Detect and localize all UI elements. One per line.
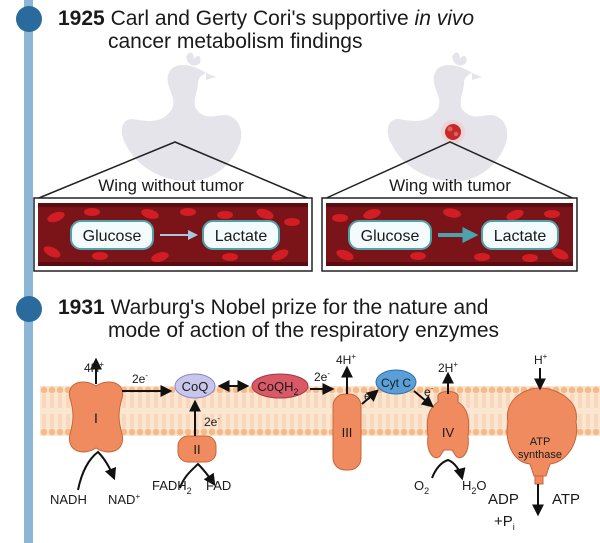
pi-label: +Pi: [494, 513, 515, 532]
complex-iii-proton-label: 4H+: [336, 352, 356, 367]
e2c-text: 2e: [314, 370, 328, 384]
h2o-h: H: [462, 478, 471, 493]
complex-iv-proton-label: 2H+: [438, 360, 458, 375]
left-lactate-box: Lactate: [202, 220, 280, 250]
complex-i: [68, 381, 124, 453]
electron-label-4: e-: [364, 388, 374, 403]
e-minus-1: -: [371, 388, 374, 397]
complex-iv: [426, 391, 470, 459]
electron-label-2: 2e-: [204, 414, 220, 429]
fad-label: FAD: [206, 478, 231, 493]
atp-synthase: [506, 387, 578, 485]
coq-node: [174, 373, 216, 399]
fadh2-label: FADH2: [152, 478, 192, 496]
right-glucose-box: Glucose: [348, 220, 432, 250]
right-lactate-label: Lactate: [494, 228, 547, 245]
right-glucose-label: Glucose: [361, 228, 420, 245]
h-plus: +: [543, 352, 548, 361]
zoom-lines-left: [33, 141, 313, 201]
section1-heading: 1925 Carl and Gerty Cori's supportive in…: [58, 7, 474, 53]
section1-title-line2: cancer metabolism findings: [108, 30, 363, 53]
arrow-iii-to-cytc: [361, 389, 379, 405]
h2o-sub: 2: [471, 486, 476, 496]
timeline-bar: [24, 0, 33, 543]
right-lactate-box: Lactate: [481, 220, 559, 250]
o2-label: O2: [414, 478, 429, 496]
nad-text: NAD: [108, 492, 135, 507]
nad-plus: +: [135, 492, 140, 501]
fadh-text: FADH: [152, 478, 187, 493]
atp-synthase-label-2: synthase: [518, 449, 562, 461]
arrow-nadh-to-nad: [77, 450, 117, 491]
h4-text: 4H: [84, 361, 99, 375]
section2-year: 1931: [58, 296, 105, 319]
arrow-fadh2-to-fad: [179, 462, 216, 489]
nadh-label: NADH: [50, 492, 87, 507]
complex-i-proton-label: 4H+: [84, 360, 104, 375]
timeline-dot-1925: [15, 6, 42, 32]
o-text: O: [414, 478, 424, 493]
e2c-minus: -: [327, 369, 330, 378]
adp-label: ADP: [488, 491, 519, 508]
atp-label: ATP: [552, 491, 580, 508]
e2b-text: 2e: [204, 415, 218, 429]
electron-label-3: 2e-: [314, 369, 330, 384]
complex-ii-label: II: [193, 442, 200, 457]
cytc-label: Cyt C: [381, 376, 411, 390]
h4b-plus: +: [351, 352, 356, 361]
section1-title-pre: Carl and Gerty Cori's supportive: [110, 7, 415, 30]
coqh2-label: CoQH2: [257, 379, 298, 397]
pi-sub: i: [513, 522, 515, 532]
complex-ii: [177, 435, 217, 463]
electron-label-1: 2e-: [132, 371, 148, 386]
coqh2-subscript: 2: [294, 387, 299, 397]
complex-iv-label: IV: [442, 425, 455, 440]
zoom-lines-right: [321, 141, 578, 201]
e-text-2: e: [424, 385, 431, 399]
atp-synthase-proton-label: H+: [534, 352, 548, 367]
e2-text: 2e: [132, 372, 146, 386]
tumor-icon: [441, 120, 465, 144]
left-panel-label: Wing without tumor: [98, 176, 244, 195]
coqh2-text: CoQH: [257, 379, 293, 394]
section2-title-line2: mode of action of the respiratory enzyme…: [108, 319, 500, 342]
section2-title-line1: Warburg's Nobel prize for the nature and: [110, 296, 489, 319]
left-lactate-label: Lactate: [215, 228, 268, 245]
right-panel-label: Wing with tumor: [389, 176, 511, 195]
atp-synthase-label-1: ATP: [530, 436, 551, 448]
e-minus-2: -: [431, 384, 434, 393]
h4b-text: 4H: [336, 353, 351, 367]
e2b-minus: -: [217, 414, 220, 423]
o-sub: 2: [424, 486, 429, 496]
section1-title-italic: in vivo: [414, 7, 475, 30]
h-text: H: [534, 353, 543, 367]
left-glucose-label: Glucose: [83, 228, 142, 245]
e2-minus: -: [145, 371, 148, 380]
coqh2-node: [251, 373, 309, 399]
complex-iii-label: III: [342, 425, 353, 440]
left-glucose-box: Glucose: [70, 220, 154, 250]
fadh-sub: 2: [187, 486, 192, 496]
e-text-1: e: [364, 389, 371, 403]
electron-label-5: e-: [424, 384, 434, 399]
h2-plus: +: [453, 360, 458, 369]
coq-label: CoQ: [182, 379, 209, 394]
section2-heading: 1931 Warburg's Nobel prize for the natur…: [58, 296, 499, 342]
complex-i-label: I: [94, 410, 98, 426]
h2o-label: H2O: [462, 478, 487, 496]
h4-plus: +: [99, 360, 104, 369]
cytc-node: [375, 369, 417, 395]
h2-text: 2H: [438, 361, 453, 375]
arrow-o2-to-h2o: [431, 458, 466, 481]
pi-text: +P: [494, 513, 513, 530]
timeline-dot-1931: [15, 296, 42, 322]
h2o-o: O: [476, 478, 486, 493]
arrow-cytc-to-iv: [413, 390, 434, 408]
section1-year: 1925: [58, 7, 105, 30]
nad-label: NAD+: [108, 492, 140, 507]
